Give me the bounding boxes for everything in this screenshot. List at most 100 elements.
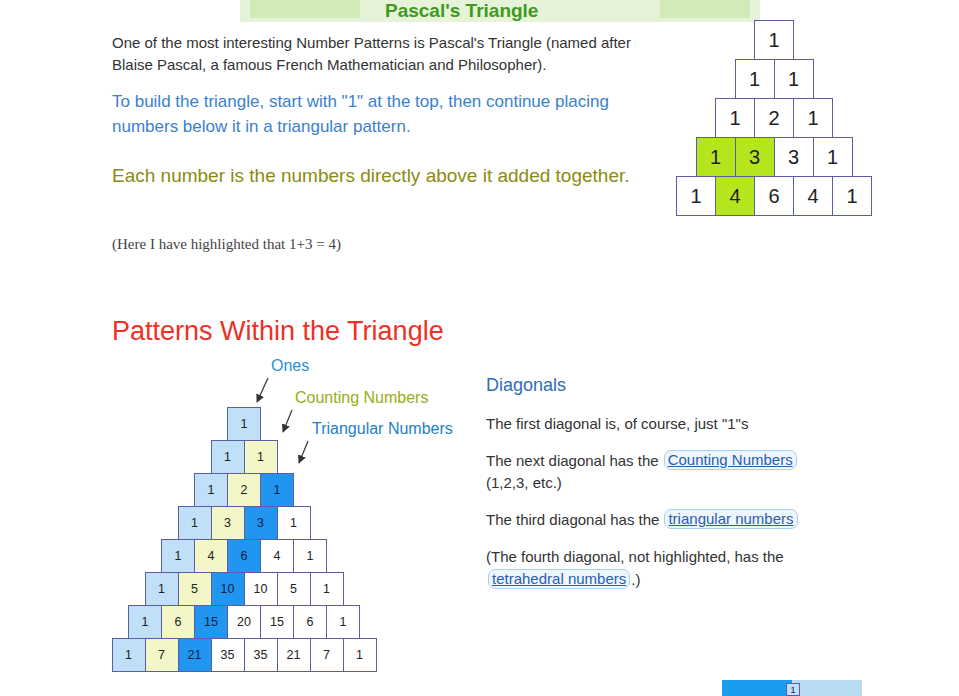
number-cell: 20: [227, 605, 261, 639]
leader-line: [283, 410, 292, 432]
number-cell: 4: [194, 539, 228, 573]
cell-number: 4: [807, 185, 818, 208]
cell-number: 1: [807, 107, 818, 130]
number-cell: 1: [293, 539, 327, 573]
cell-number: 4: [729, 185, 740, 208]
cell-number: 1: [749, 68, 760, 91]
number-cell: 1: [735, 59, 775, 99]
instruction-text: To build the triangle, start with "1" at…: [112, 89, 652, 139]
number-cell: 4: [793, 176, 833, 216]
number-cell: 1: [774, 59, 814, 99]
cell-number: 35: [254, 648, 268, 662]
cell-number: 3: [788, 146, 799, 169]
cell-number: 1: [788, 68, 799, 91]
cell-number: 5: [191, 582, 198, 596]
cell-number: 1: [340, 615, 347, 629]
cell-number: 6: [307, 615, 314, 629]
cell-number: 7: [158, 648, 165, 662]
number-cell: 7: [145, 638, 179, 672]
number-cell: 1: [343, 638, 377, 672]
cell-number: 6: [175, 615, 182, 629]
cell-number: 4: [274, 549, 281, 563]
number-cell: 1: [813, 137, 853, 177]
title-banner-tree: [660, 0, 750, 18]
number-cell: 10: [244, 572, 278, 606]
cell-number: 1: [208, 483, 215, 497]
cell-number: 1: [790, 685, 795, 695]
cropped-figure: [722, 680, 792, 696]
cell-number: 5: [290, 582, 297, 596]
number-cell: 3: [774, 137, 814, 177]
cell-number: 1: [307, 549, 314, 563]
link-text: Counting Numbers: [668, 451, 793, 468]
cell-number: 10: [254, 582, 268, 596]
cell-number: 1: [323, 582, 330, 596]
cell-number: 6: [241, 549, 248, 563]
callout-label: Triangular Numbers: [312, 419, 453, 439]
number-cell: 1: [793, 98, 833, 138]
number-cell: 1: [310, 572, 344, 606]
number-cell: 1: [161, 539, 195, 573]
number-cell: 1: [178, 506, 212, 540]
number-cell: 6: [227, 539, 261, 573]
cell-number: 2: [241, 483, 248, 497]
cell-number: 6: [768, 185, 779, 208]
cell-number: 3: [749, 146, 760, 169]
callout-label: Ones: [271, 356, 309, 376]
cell-number: 1: [175, 549, 182, 563]
cell-number: 1: [125, 648, 132, 662]
number-cell: 4: [715, 176, 755, 216]
cell-number: 21: [188, 648, 202, 662]
cell-number: 1: [710, 146, 721, 169]
cell-number: 21: [287, 648, 301, 662]
cell-number: 3: [224, 516, 231, 530]
section-heading: Patterns Within the Triangle: [112, 315, 444, 347]
number-cell: 10: [211, 572, 245, 606]
title-banner-tree: [250, 0, 360, 18]
cell-number: 35: [221, 648, 235, 662]
callout-label: Counting Numbers: [295, 388, 428, 408]
number-cell: 1: [832, 176, 872, 216]
number-cell: 3: [244, 506, 278, 540]
body-text: (The fourth diagonal, not highlighted, h…: [486, 547, 784, 567]
cell-number: 1: [768, 29, 779, 52]
link-pill: triangular numbers: [664, 509, 797, 529]
cell-number: 1: [290, 516, 297, 530]
intro-text: One of the most interesting Number Patte…: [112, 32, 672, 76]
number-cell: 3: [735, 137, 775, 177]
number-cell: 1: [696, 137, 736, 177]
number-cell: 3: [211, 506, 245, 540]
number-cell: 35: [211, 638, 245, 672]
number-cell: 5: [277, 572, 311, 606]
number-cell: 15: [194, 605, 228, 639]
cell-number: 10: [221, 582, 235, 596]
cell-number: 4: [208, 549, 215, 563]
number-cell: 1: [244, 440, 278, 474]
cell-number: 1: [846, 185, 857, 208]
cell-number: 1: [158, 582, 165, 596]
number-cell: 2: [754, 98, 794, 138]
number-cell: 1: [715, 98, 755, 138]
note-text: (Here I have highlighted that 1+3 = 4): [112, 234, 341, 254]
cell-number: 7: [323, 648, 330, 662]
number-cell: 21: [277, 638, 311, 672]
cropped-cell: 1: [786, 683, 800, 696]
leader-line: [299, 441, 308, 463]
cell-number: 1: [142, 615, 149, 629]
number-cell: 7: [310, 638, 344, 672]
cell-number: 1: [356, 648, 363, 662]
number-cell: 1: [145, 572, 179, 606]
link-pill: tetrahedral numbers: [488, 569, 630, 589]
cell-number: 1: [729, 107, 740, 130]
rule-text: Each number is the numbers directly abov…: [112, 162, 632, 189]
cell-number: 1: [224, 450, 231, 464]
number-cell: 21: [178, 638, 212, 672]
number-cell: 1: [260, 473, 294, 507]
number-cell: 6: [754, 176, 794, 216]
number-cell: 1: [128, 605, 162, 639]
cell-number: 1: [690, 185, 701, 208]
body-text: The third diagonal has the: [486, 510, 659, 530]
cropped-figure: [792, 680, 862, 696]
cell-number: 15: [204, 615, 218, 629]
